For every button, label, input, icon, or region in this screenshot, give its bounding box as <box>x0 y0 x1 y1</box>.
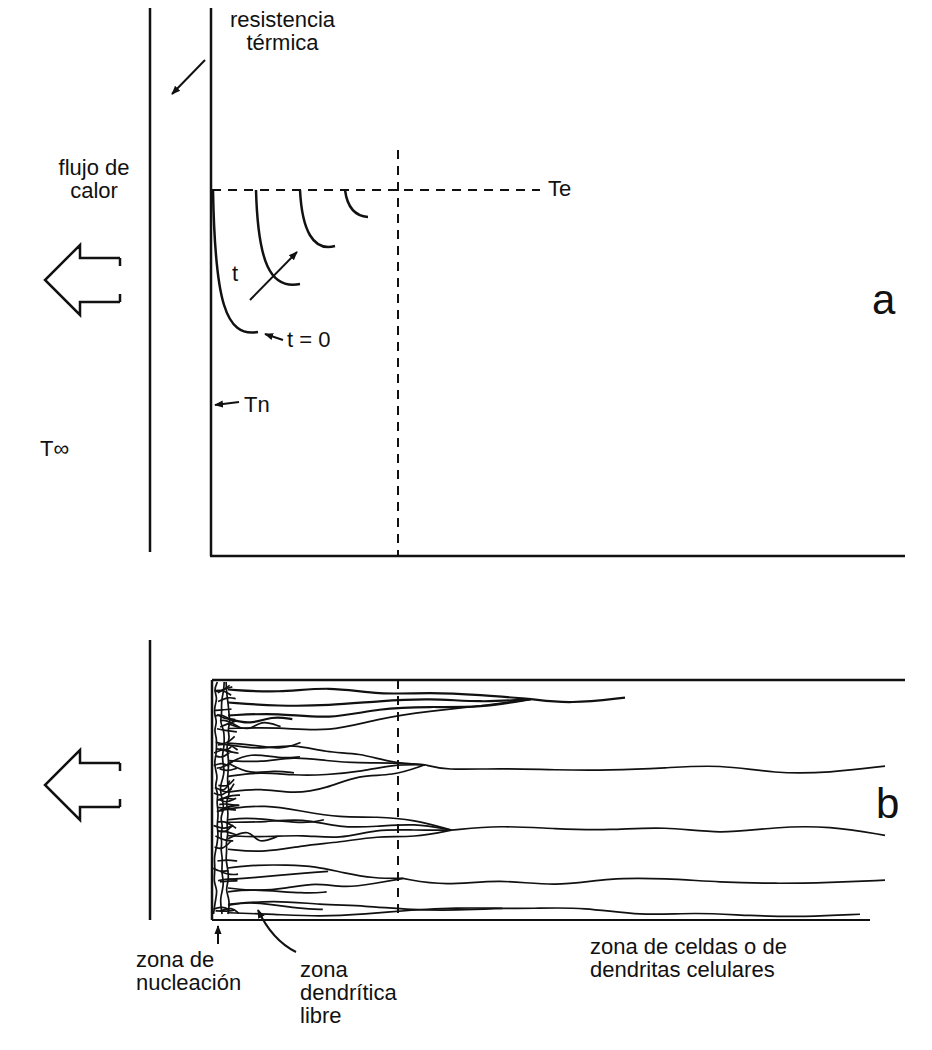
leader-arrow <box>215 402 239 405</box>
temperature-plot <box>45 8 905 556</box>
grain-boundary <box>228 763 294 773</box>
grain-boundary <box>218 687 233 693</box>
grain-boundary <box>228 765 425 792</box>
grain-structure <box>45 640 905 952</box>
grain-boundary <box>220 748 239 753</box>
zone-label: zona dendrítica libre <box>300 958 418 1027</box>
transient-curve <box>345 190 368 217</box>
grain-boundary <box>503 908 860 916</box>
grain-boundary <box>531 698 625 703</box>
axis-label: resistencia térmica <box>220 8 345 54</box>
equilibrium-line <box>212 189 540 191</box>
casting-border <box>211 680 214 920</box>
grain-boundary <box>215 753 229 757</box>
leader-arrow <box>265 334 283 340</box>
panel-letter: a <box>872 278 895 322</box>
grain-boundary <box>218 859 238 861</box>
grain-boundary <box>217 809 236 811</box>
grain-boundary <box>215 709 232 710</box>
grain-boundary <box>214 682 218 914</box>
grain-boundary <box>403 878 885 884</box>
time-label: t = 0 <box>287 328 330 351</box>
grain-boundary <box>217 798 234 800</box>
grain-boundary <box>228 890 327 893</box>
leader-arrow <box>217 926 219 944</box>
temperature-label: Te <box>548 177 571 200</box>
grain-boundary <box>228 758 425 765</box>
grain-boundary <box>228 871 328 879</box>
transient-curve <box>300 190 335 247</box>
grain-boundary <box>228 878 403 890</box>
casting-border <box>212 679 905 682</box>
grain-boundary <box>215 781 230 790</box>
grain-boundary <box>425 765 885 773</box>
grain-boundary <box>216 736 235 743</box>
grain-boundary <box>217 729 237 732</box>
axis-line <box>210 8 213 556</box>
grain-boundary <box>218 879 238 881</box>
grain-boundary <box>217 822 236 829</box>
grain-boundary <box>228 765 425 777</box>
zone-label: zona de celdas o de dendritas celulares <box>590 935 840 981</box>
grain-boundary <box>217 825 232 831</box>
grain-boundaries <box>213 682 885 916</box>
axis-line <box>210 555 905 558</box>
transient-curve <box>213 190 258 333</box>
grain-boundary <box>215 836 233 841</box>
grain-boundary <box>228 699 531 730</box>
grain-boundary <box>228 742 301 747</box>
grain-boundary <box>228 903 323 909</box>
grain-boundary <box>220 720 239 727</box>
heat-flow-arrow <box>45 750 120 820</box>
mold-wall-line <box>149 8 152 552</box>
grain-boundary <box>228 689 531 699</box>
grain-boundary <box>218 698 236 702</box>
temperature-label: T∞ <box>40 437 69 460</box>
time-label: t <box>232 262 238 285</box>
grain-boundary <box>220 881 237 882</box>
panel-letter: b <box>876 782 899 826</box>
casting-border <box>212 919 870 921</box>
grain-boundary <box>228 699 531 717</box>
zone-label: zona de nucleación <box>136 948 261 994</box>
leader-arrow <box>258 910 296 952</box>
heat-flow-arrow <box>45 245 120 315</box>
grain-boundary <box>451 827 885 836</box>
grain-boundary <box>228 830 451 851</box>
grain-boundary <box>219 804 239 806</box>
grain-boundary <box>228 820 451 830</box>
grain-boundary <box>220 768 237 770</box>
grain-boundary <box>220 909 239 914</box>
mold-wall-line <box>149 640 152 920</box>
leader-arrow <box>172 60 205 94</box>
grain-boundary <box>221 872 238 874</box>
grain-boundary <box>228 865 403 878</box>
grain-boundary <box>217 762 233 769</box>
dashed-line <box>397 150 399 556</box>
temperature-label: Tn <box>244 393 270 416</box>
time-arrow <box>250 252 297 300</box>
grain-boundary <box>213 868 228 871</box>
grain-boundary <box>228 908 503 916</box>
grain-boundary <box>228 745 425 765</box>
grain-boundary <box>218 779 234 786</box>
grain-boundary <box>228 818 324 822</box>
grain-boundary <box>228 806 451 830</box>
grain-boundary <box>228 755 300 764</box>
grain-boundary <box>228 718 292 723</box>
axis-label: flujo de calor <box>38 156 150 202</box>
grain-boundary <box>215 841 232 849</box>
